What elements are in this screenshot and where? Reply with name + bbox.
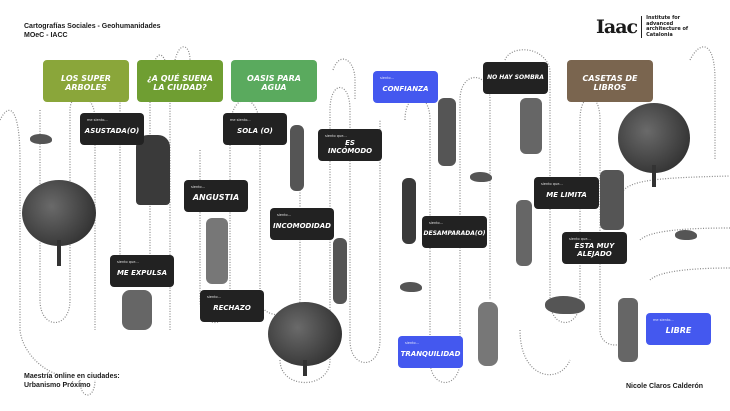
card-libre[interactable]: me siento... LIBRE xyxy=(646,313,711,345)
card-casetas-de-libros[interactable]: CASETAS DE LIBROS xyxy=(567,60,653,102)
card-label: ESTA MUY ALEJADO xyxy=(574,242,615,258)
card-desamparada[interactable]: siento... DESAMPARADA(O) xyxy=(422,216,487,248)
card-label: SOLA (O) xyxy=(237,127,273,135)
card-prefix: me siento... xyxy=(653,318,674,322)
card-prefix: siento que... xyxy=(569,237,591,241)
person-figure xyxy=(516,200,532,266)
card-rechazo[interactable]: siento... RECHAZO xyxy=(200,290,264,322)
program-line-2: Urbanismo Próximo xyxy=(24,382,91,389)
card-prefix: siento que... xyxy=(541,182,563,186)
card-prefix: siento... xyxy=(429,221,443,225)
person-figure xyxy=(618,298,638,362)
card-los-super-arboles[interactable]: LOS SUPER ARBOLES xyxy=(43,60,129,102)
card-prefix: me siento... xyxy=(230,118,251,122)
card-label: ES INCÓMODO xyxy=(327,139,373,155)
card-label: DESAMPARADA(O) xyxy=(423,230,486,237)
card-confianza[interactable]: siento... CONFIANZA xyxy=(373,71,438,103)
card-label: INCOMODIDAD xyxy=(273,222,331,230)
bird-icon xyxy=(470,172,492,182)
card-tranquilidad[interactable]: siento... TRANQUILIDAD xyxy=(398,336,463,368)
card-label: LOS SUPER ARBOLES xyxy=(61,74,111,92)
logo-text: Institute for advanced architecture of C… xyxy=(646,15,689,38)
person-figure xyxy=(136,135,170,205)
card-label: ME LIMITA xyxy=(546,191,587,199)
tree-trunk xyxy=(57,240,61,266)
card-label: OASIS PARA AGUA xyxy=(247,74,301,92)
bird-icon xyxy=(400,282,422,292)
program-name: Maestría online en ciudades: Urbanismo P… xyxy=(24,372,120,390)
bird-icon xyxy=(675,230,697,240)
bird-icon xyxy=(545,296,585,314)
card-prefix: siento... xyxy=(191,185,205,189)
card-prefix: me siento... xyxy=(87,118,108,122)
card-label: ME EXPULSA xyxy=(116,269,168,277)
card-prefix: siento... xyxy=(380,76,394,80)
card-no-hay-sombra[interactable]: NO HAY SOMBRA xyxy=(483,62,548,94)
iaac-logo: Iaac Institute for advanced architecture… xyxy=(596,15,696,38)
card-es-incomodo[interactable]: siento que...ES INCÓMODO xyxy=(318,129,382,161)
title-line-1: Cartografías Sociales - Geohumanidades xyxy=(24,23,161,30)
person-figure xyxy=(478,302,498,366)
card-label: LIBRE xyxy=(665,326,692,335)
card-esta-muy-alejado[interactable]: siento que...ESTA MUY ALEJADO xyxy=(562,232,627,264)
card-label: NO HAY SOMBRA xyxy=(487,74,544,81)
person-figure xyxy=(206,218,228,284)
person-figure xyxy=(402,178,416,244)
card-angustia[interactable]: siento... ANGUSTIA xyxy=(184,180,248,212)
card-label: ASUSTADA(O) xyxy=(84,127,140,135)
card-prefix: siento que... xyxy=(117,260,139,264)
card-asustada[interactable]: me siento... ASUSTADA(O) xyxy=(80,113,144,145)
person-figure xyxy=(290,125,304,191)
tree-icon xyxy=(618,103,690,173)
program-line-1: Maestría online en ciudades: xyxy=(24,373,120,380)
header-title: Cartografías Sociales - Geohumanidades M… xyxy=(24,22,161,40)
person-figure xyxy=(122,290,152,330)
card-incomodidad[interactable]: siento... INCOMODIDAD xyxy=(270,208,334,240)
person-figure xyxy=(333,238,347,304)
card-label: TRANQUILIDAD xyxy=(400,350,461,358)
card-label: CASETAS DE LIBROS xyxy=(582,74,638,92)
card-me-expulsa[interactable]: siento que... ME EXPULSA xyxy=(110,255,174,287)
person-figure xyxy=(438,98,456,166)
person-figure xyxy=(520,98,542,154)
card-a-que-suena-la-ciudad[interactable]: ¿A QUÉ SUENA LA CIUDAD? xyxy=(137,60,223,102)
card-sola[interactable]: me siento... SOLA (O) xyxy=(223,113,287,145)
bird-icon xyxy=(30,134,52,144)
card-label: ANGUSTIA xyxy=(192,193,240,202)
card-label: ¿A QUÉ SUENA LA CIUDAD? xyxy=(147,74,213,92)
person-figure xyxy=(600,170,624,230)
logo-divider xyxy=(641,16,643,38)
card-prefix: siento... xyxy=(277,213,291,217)
card-me-limita[interactable]: siento que... ME LIMITA xyxy=(534,177,599,209)
card-prefix: siento... xyxy=(207,295,221,299)
card-label: CONFIANZA xyxy=(382,85,429,93)
card-prefix: siento... xyxy=(405,341,419,345)
tree-icon xyxy=(22,180,96,246)
author-name: Nicole Claros Calderón xyxy=(626,383,704,390)
tree-icon xyxy=(268,302,342,366)
tree-trunk xyxy=(303,360,307,376)
card-oasis-para-agua[interactable]: OASIS PARA AGUA xyxy=(231,60,317,102)
tree-trunk xyxy=(652,165,656,187)
logo-mark: Iaac xyxy=(596,16,638,38)
title-line-2: MOeC - IACC xyxy=(24,32,68,39)
card-prefix: siento que... xyxy=(325,134,347,138)
card-label: RECHAZO xyxy=(213,304,251,312)
